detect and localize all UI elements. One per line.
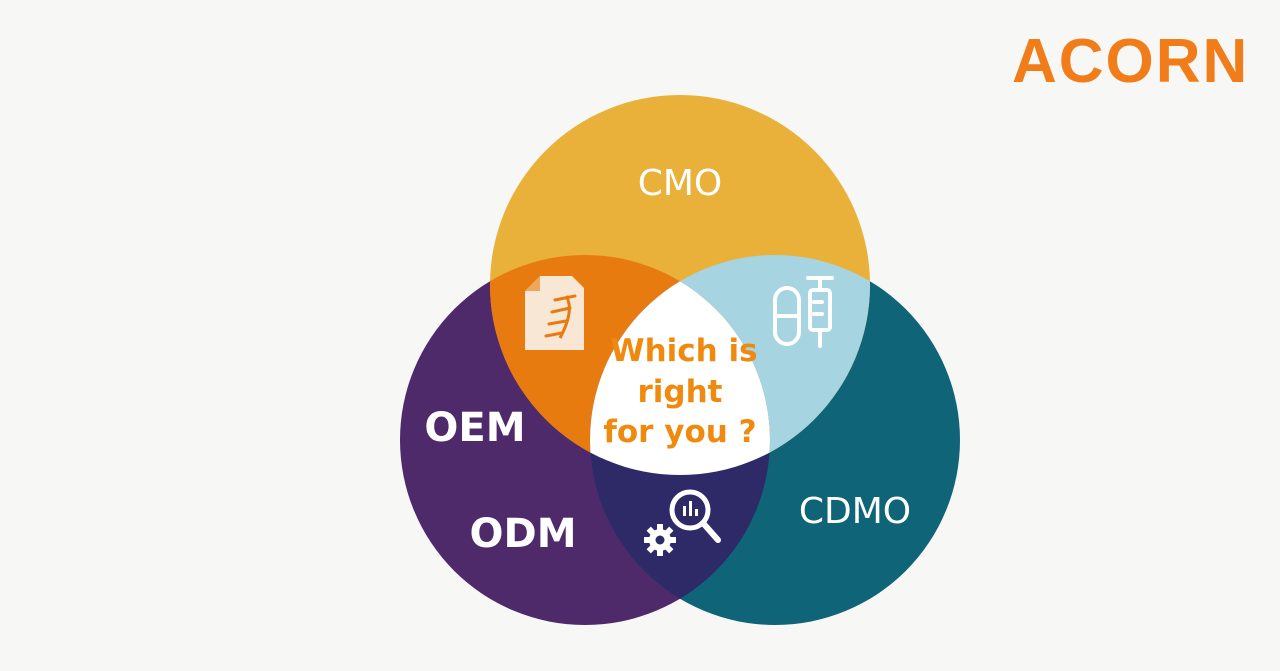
gear-analytics-icon <box>644 489 721 556</box>
center-question-line-2: right <box>638 374 723 410</box>
odm-label: ODM <box>469 511 576 557</box>
center-overlap <box>590 255 770 475</box>
document-icon <box>525 276 584 350</box>
logo-text: ACORN <box>1012 27 1249 94</box>
cmo-label: CMO <box>638 163 723 204</box>
center-question-line-3: for you ? <box>603 414 756 450</box>
center-question-line-1: Which is <box>610 333 757 369</box>
pill-syringe-icon <box>773 276 834 348</box>
oem-label: OEM <box>424 405 525 451</box>
cdmo-label: CDMO <box>799 491 911 532</box>
acorn-logo: ACORN <box>1012 27 1249 94</box>
